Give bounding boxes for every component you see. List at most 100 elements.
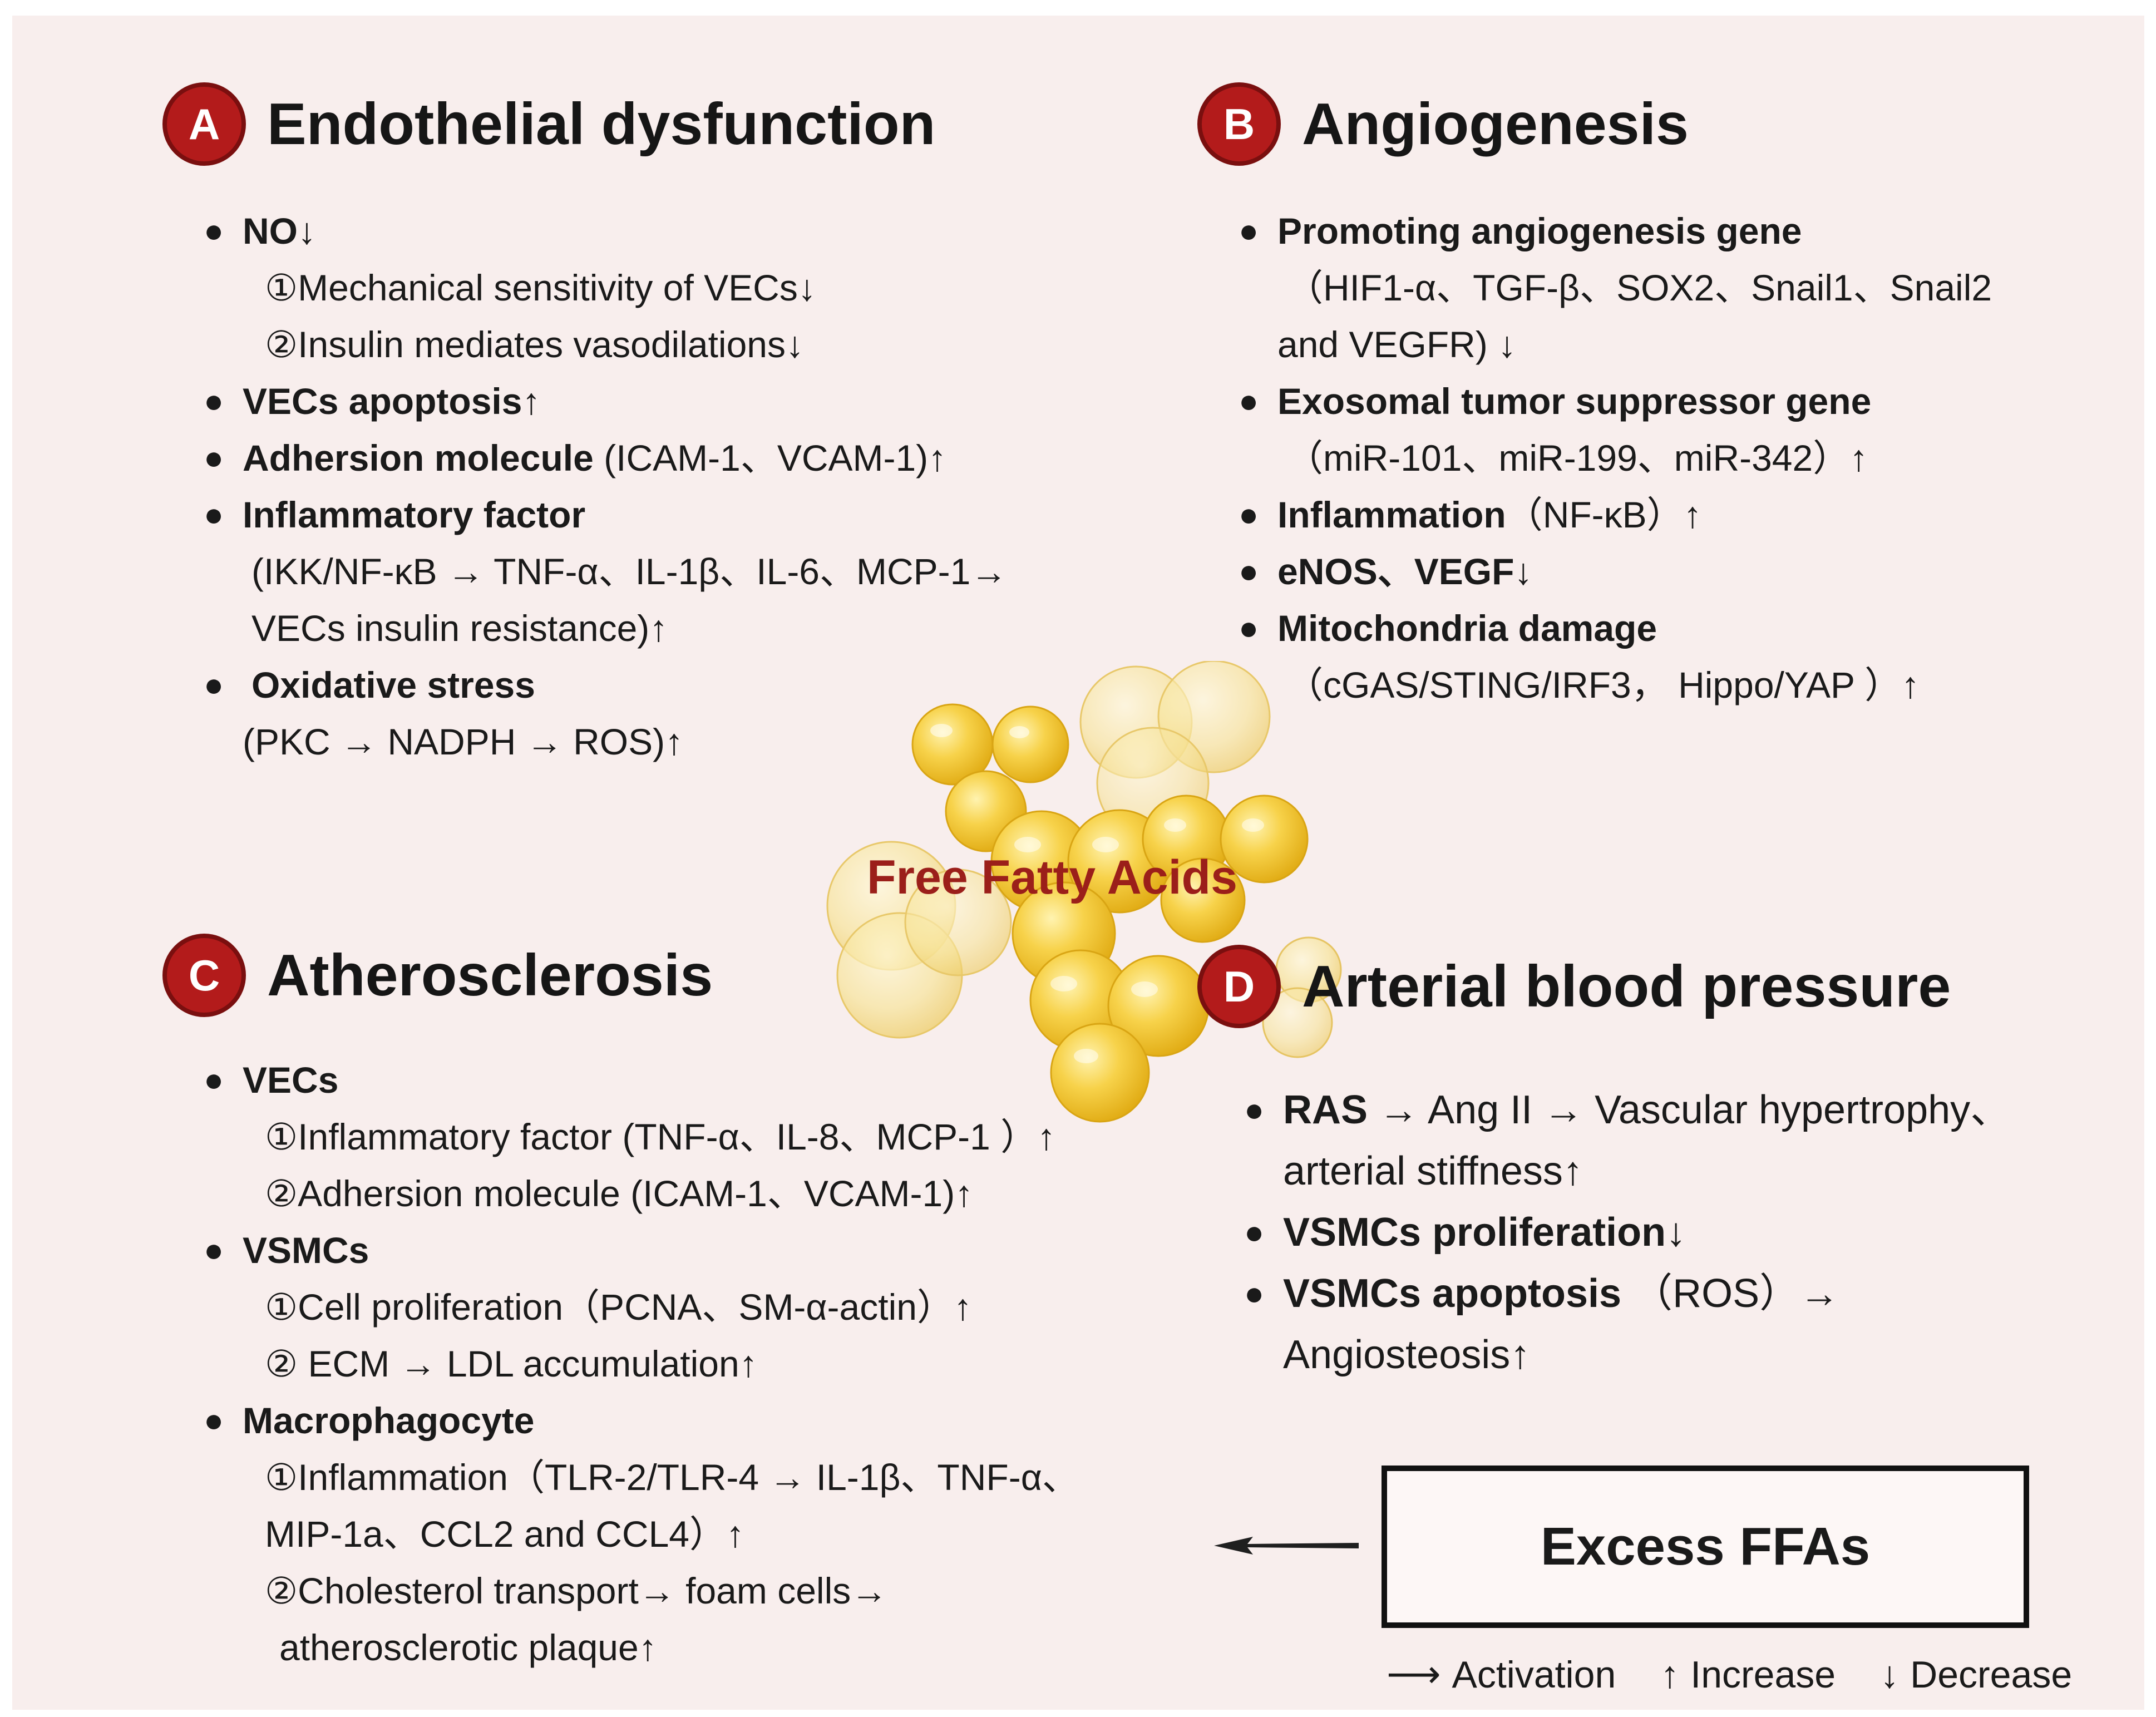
item-detail: （cGAS/STING/IRF3， Hippo/YAP ）↑: [1286, 664, 1920, 705]
bullet-icon: ●: [1239, 382, 1259, 420]
item-detail: ①Inflammatory factor (TNF-α、IL-8、MCP-1 ）…: [265, 1116, 1056, 1157]
item-lead: VSMCs apoptosis: [1283, 1271, 1622, 1316]
item-lead: Mitochondria damage: [1277, 608, 1657, 649]
excess-ffas-box: Excess FFAs: [1382, 1466, 2029, 1628]
item-detail: ② ECM → LDL accumulation↑: [265, 1343, 758, 1384]
bullet-icon: ●: [1239, 609, 1259, 647]
bullet-icon: ●: [1239, 212, 1259, 249]
item-lead: RAS: [1283, 1088, 1368, 1132]
panel-c-header: C Atherosclerosis: [162, 934, 713, 1017]
item-detail: ①Cell proliferation（PCNA、SM-α-actin）↑: [265, 1286, 972, 1328]
list-item: ● NO↓: [204, 203, 1007, 259]
item-detail: ①Mechanical sensitivity of VECs↓: [265, 267, 816, 308]
increase-arrow-icon: ↑: [1660, 1653, 1680, 1696]
panel-b-header: B Angiogenesis: [1197, 82, 1689, 166]
panel-a-badge: A: [162, 82, 246, 166]
item-detail: （HIF1-α、TGF-β、SOX2、Snail1、Snail2: [1286, 267, 1992, 308]
panel-a-header: A Endothelial dysfunction: [162, 82, 935, 166]
list-item: ● Adhersion molecule (ICAM-1、VCAM-1)↑: [204, 430, 1007, 486]
item-lead: NO↓: [243, 210, 316, 251]
item-detail: （miR-101、miR-199、miR-342）↑: [1286, 437, 1868, 478]
decrease-arrow-icon: ↓: [1880, 1653, 1900, 1696]
item-lead: Inflammatory factor: [243, 494, 586, 535]
bullet-icon: ●: [1239, 496, 1259, 533]
item-lead: Macrophagocyte: [243, 1400, 535, 1441]
item-lead: VECs apoptosis↑: [243, 381, 541, 422]
item-detail: Angiosteosis↑: [1283, 1333, 1531, 1377]
legend-activation: ⟶ Activation: [1387, 1652, 1616, 1696]
item-detail: (IKK/NF-κB → TNF-α、IL-1β、IL-6、MCP-1→: [251, 551, 1008, 592]
item-detail: and VEGFR) ↓: [1277, 324, 1517, 365]
item-detail: VECs insulin resistance)↑: [251, 608, 668, 649]
list-item: ● VECs: [204, 1052, 1079, 1108]
panel-c-badge: C: [162, 934, 246, 1017]
item-detail: ②Cholesterol transport→ foam cells→: [265, 1570, 888, 1611]
legend-label: Increase: [1690, 1653, 1836, 1696]
item-lead: VECs: [243, 1059, 339, 1101]
panel-c-title: Atherosclerosis: [267, 942, 713, 1008]
panel-d-header: D Arterial blood pressure: [1197, 945, 1951, 1028]
panel-d-title: Arterial blood pressure: [1302, 953, 1951, 1019]
panel-b-badge: B: [1197, 82, 1281, 166]
item-detail: (PKC → NADPH → ROS)↑: [243, 721, 684, 762]
item-detail: （ROS）→: [1632, 1271, 1840, 1316]
list-item: ● eNOS、VEGF↓: [1239, 543, 1992, 600]
bullet-icon: ●: [204, 1402, 224, 1439]
legend: ⟶ Activation ↑ Increase ↓ Decrease: [1387, 1652, 2072, 1696]
list-item: ● VSMCs proliferation↓: [1244, 1202, 2010, 1263]
item-detail: MIP-1a、CCL2 and CCL4）↑: [265, 1513, 744, 1555]
item-lead: eNOS、VEGF↓: [1277, 551, 1533, 592]
item-detail: （NF-κB）↑: [1506, 494, 1702, 535]
panel-b-title: Angiogenesis: [1302, 91, 1689, 157]
panel-b-list: ● Promoting angiogenesis gene （HIF1-α、TG…: [1239, 203, 1992, 713]
panel-d-list: ● RAS → Ang II → Vascular hypertrophy、 a…: [1244, 1079, 2011, 1385]
list-item: ● Mitochondria damage: [1239, 600, 1992, 657]
panel-a-list: ● NO↓ ①Mechanical sensitivity of VECs↓ ②…: [204, 203, 1008, 770]
bullet-icon: ●: [204, 1231, 224, 1269]
item-lead: Inflammation: [1277, 494, 1506, 535]
list-item: ● VECs apoptosis↑: [204, 373, 1007, 430]
legend-label: Decrease: [1910, 1653, 2073, 1696]
bullet-icon: ●: [204, 212, 224, 249]
bullet-icon: ●: [204, 666, 224, 703]
item-detail: (ICAM-1、VCAM-1)↑: [593, 437, 947, 478]
item-detail: arterial stiffness↑: [1283, 1149, 1583, 1193]
list-item: ● Inflammatory factor: [204, 486, 1007, 543]
activation-arrow-icon: ⟶: [1387, 1653, 1441, 1695]
bullet-icon: ●: [1239, 552, 1259, 590]
item-lead: Exosomal tumor suppressor gene: [1277, 381, 1872, 422]
bullet-icon: ●: [204, 382, 224, 420]
excess-ffas-arrow-icon: [1214, 1537, 1359, 1555]
fatty-acid-droplets-illustration: [826, 661, 1342, 1123]
list-item: ● Inflammation（NF-κB）↑: [1239, 486, 1992, 543]
item-detail: ②Insulin mediates vasodilations↓: [265, 324, 804, 365]
list-item: ● VSMCs: [204, 1222, 1079, 1279]
legend-decrease: ↓ Decrease: [1880, 1653, 2072, 1696]
free-fatty-acids-label: Free Fatty Acids: [867, 851, 1237, 904]
list-item: ● VSMCs apoptosis （ROS）→: [1244, 1263, 2010, 1324]
item-lead: Oxidative stress: [251, 664, 535, 705]
bullet-icon: ●: [1244, 1275, 1265, 1312]
bullet-icon: ●: [1244, 1091, 1265, 1128]
item-detail: → Ang II → Vascular hypertrophy、: [1368, 1088, 2011, 1132]
bullet-icon: ●: [1244, 1213, 1265, 1251]
item-lead: Adhersion molecule: [243, 437, 594, 478]
list-item: ● Exosomal tumor suppressor gene: [1239, 373, 1992, 430]
item-detail: atherosclerotic plaque↑: [279, 1627, 657, 1668]
item-detail: ②Adhersion molecule (ICAM-1、VCAM-1)↑: [265, 1173, 974, 1214]
list-item: ● Promoting angiogenesis gene: [1239, 203, 1992, 259]
item-lead: VSMCs: [243, 1230, 369, 1271]
legend-increase: ↑ Increase: [1660, 1653, 1836, 1696]
bullet-icon: ●: [204, 496, 224, 533]
panel-a-title: Endothelial dysfunction: [267, 91, 936, 157]
item-lead: Promoting angiogenesis gene: [1277, 210, 1802, 251]
list-item: ● RAS → Ang II → Vascular hypertrophy、: [1244, 1079, 2011, 1141]
droplet-group: [826, 661, 1342, 1123]
bullet-icon: ●: [204, 1061, 224, 1098]
panel-c-list: ● VECs ①Inflammatory factor (TNF-α、IL-8、…: [204, 1052, 1079, 1676]
item-detail: ①Inflammation（TLR-2/TLR-4 → IL-1β、TNF-α、: [265, 1457, 1079, 1498]
bullet-icon: ●: [204, 439, 224, 476]
diagram-canvas: Free Fatty Acids A Endothelial dysfuncti…: [12, 16, 2144, 1710]
panel-d-badge: D: [1197, 945, 1281, 1028]
list-item: ● Oxidative stress: [204, 657, 1007, 713]
